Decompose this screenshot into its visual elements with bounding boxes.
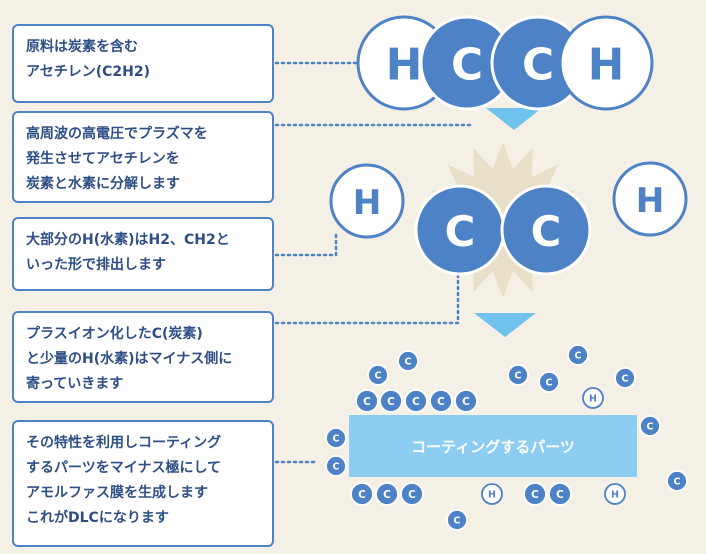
carbon-atom: C: [507, 364, 529, 386]
carbon-atom-label: C: [451, 40, 483, 91]
carbon-atom-label: C: [462, 396, 470, 408]
carbon-atom: C: [454, 389, 478, 413]
carbon-atom: C: [538, 371, 560, 393]
hydrogen-atom-label: H: [488, 490, 496, 501]
carbon-atom: C: [375, 482, 399, 506]
carbon-atom-label: C: [556, 489, 564, 501]
carbon-atom-label: C: [531, 207, 562, 256]
carbon-atom-label: C: [363, 396, 371, 408]
carbon-atom-label: C: [375, 371, 382, 382]
carbon-atom: C: [325, 455, 347, 477]
hydrogen-atom-label: H: [386, 40, 423, 91]
carbon-atom-label: C: [575, 351, 582, 362]
hydrogen-atom-label: H: [636, 181, 665, 221]
carbon-atom: C: [367, 364, 389, 386]
arrow-down-1: [486, 108, 542, 130]
carbon-atom-label: C: [387, 396, 395, 408]
carbon-atom: C: [523, 482, 547, 506]
carbon-atom: C: [639, 415, 661, 437]
carbon-atom: C: [325, 427, 347, 449]
carbon-atom-label: C: [622, 374, 629, 385]
hydrogen-atom: H: [558, 15, 654, 111]
carbon-atom-label: C: [454, 516, 461, 527]
hydrogen-atom-label: H: [353, 183, 382, 223]
hydrogen-atom: H: [481, 483, 503, 505]
carbon-atom-label: C: [522, 40, 554, 91]
carbon-atom: C: [400, 482, 424, 506]
hydrogen-atom: H: [612, 161, 688, 237]
hydrogen-atom-label: H: [588, 40, 625, 91]
hydrogen-atom-label: H: [611, 490, 619, 501]
carbon-atom-label: C: [405, 357, 412, 368]
carbon-atom-label: C: [437, 396, 445, 408]
carbon-atom-label: C: [515, 371, 522, 382]
step-2-callout: 高周波の高電圧でプラズマを 発生させてアセチレンを 炭素と水素に分解します: [12, 111, 274, 203]
carbon-atom: C: [397, 350, 419, 372]
carbon-atom-label: C: [358, 489, 366, 501]
carbon-atom-label: C: [445, 207, 476, 256]
arrow-down-2: [474, 313, 536, 337]
carbon-atom: C: [429, 389, 453, 413]
carbon-atom: C: [614, 367, 636, 389]
carbon-atom: C: [567, 344, 589, 366]
carbon-atom-label: C: [647, 422, 654, 433]
carbon-atom: C: [548, 482, 572, 506]
carbon-atom-label: C: [383, 489, 391, 501]
carbon-atom: C: [446, 509, 468, 531]
carbon-atom-label: C: [674, 477, 681, 488]
carbon-atom-label: C: [546, 378, 553, 389]
connector-lines: [274, 61, 472, 464]
carbon-atom: C: [350, 482, 374, 506]
carbon-atom-label: C: [333, 434, 340, 445]
coating-part-label: コーティングするパーツ: [349, 415, 637, 477]
connector-step-3: [274, 230, 338, 257]
step-3-callout: 大部分のH(水素)はH2、CH2と いった形で排出します: [12, 217, 274, 291]
carbon-atom-label: C: [412, 396, 420, 408]
connector-step-4: [274, 273, 460, 325]
carbon-atom: C: [355, 389, 379, 413]
carbon-atom: C: [414, 184, 506, 276]
carbon-atom: C: [379, 389, 403, 413]
carbon-atom: C: [666, 470, 688, 492]
carbon-atom: C: [500, 184, 592, 276]
carbon-atom-label: C: [531, 489, 539, 501]
hydrogen-atom: H: [329, 163, 405, 239]
step-4-callout: プラスイオン化したC(炭素) と少量のH(水素)はマイナス側に 寄っていきます: [12, 311, 274, 403]
step-5-callout: その特性を利用しコーティング するパーツをマイナス極にして アモルファス膜を生成…: [12, 420, 274, 547]
carbon-atom-label: C: [333, 462, 340, 473]
carbon-atom: C: [404, 389, 428, 413]
step-1-callout: 原料は炭素を含む アセチレン(C2H2): [12, 24, 274, 103]
hydrogen-atom: H: [582, 387, 604, 409]
hydrogen-atom: H: [604, 483, 626, 505]
hydrogen-atom-label: H: [589, 394, 597, 405]
carbon-atom-label: C: [408, 489, 416, 501]
